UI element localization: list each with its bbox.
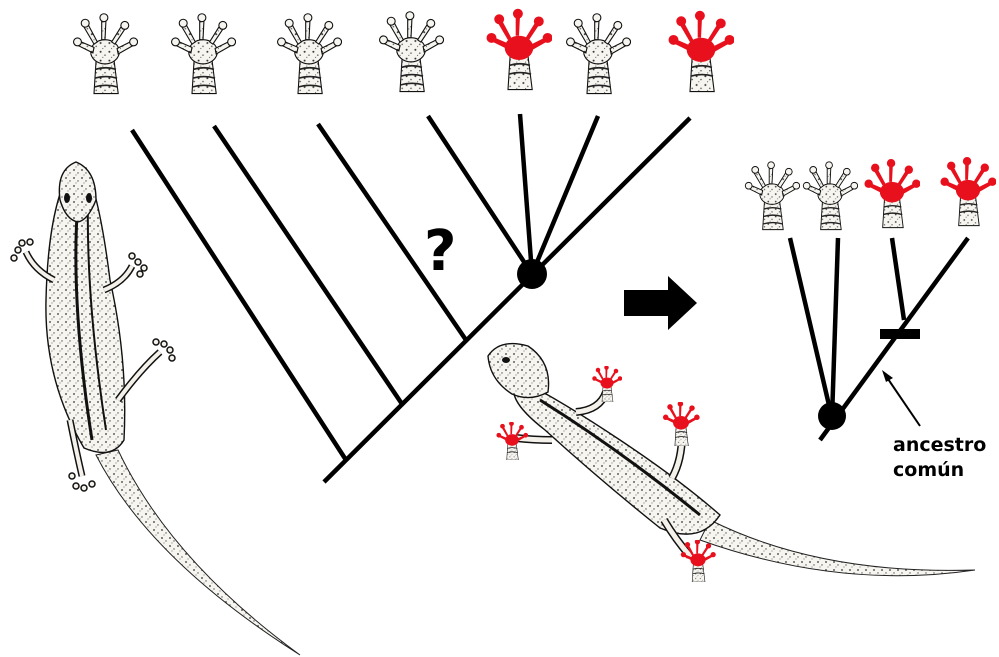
foot-icon — [380, 12, 444, 92]
right-tree-tips — [745, 157, 996, 230]
tree-branch — [532, 116, 598, 274]
foot-icon — [567, 14, 631, 94]
tree-branch — [892, 238, 904, 320]
tree-branch — [132, 130, 346, 460]
red-foot-icon — [487, 9, 553, 90]
red-foot-icon — [669, 11, 735, 92]
tree-branch — [214, 126, 402, 404]
ancestor-label-line2: común — [893, 459, 964, 481]
pointer-arrow-icon — [882, 370, 920, 426]
tree-branch — [832, 238, 838, 418]
red-foot-icon — [940, 157, 996, 226]
foot-icon — [172, 14, 236, 94]
right-arrow-icon — [624, 276, 697, 330]
red-foot-icon — [864, 159, 920, 228]
foot-icon — [745, 162, 799, 230]
red-foot-icon — [681, 539, 716, 582]
ancestor-dot-icon — [818, 402, 846, 430]
ancestor-label-line1: ancestro — [893, 434, 986, 456]
red-foot-icon — [592, 365, 622, 402]
left-tree — [132, 114, 690, 482]
right-tree — [790, 238, 968, 440]
tree-branch — [790, 238, 832, 418]
synapomorphy-bar — [880, 329, 920, 339]
gecko-illustration — [11, 162, 300, 655]
question-mark: ? — [424, 219, 456, 284]
tree-branch — [520, 114, 532, 274]
red-foot-icon — [663, 401, 700, 446]
foot-icon — [803, 162, 857, 230]
ancestor-dot-icon — [517, 259, 547, 289]
foot-icon — [74, 14, 138, 94]
left-tree-tips — [74, 9, 735, 94]
foot-icon — [278, 14, 342, 94]
